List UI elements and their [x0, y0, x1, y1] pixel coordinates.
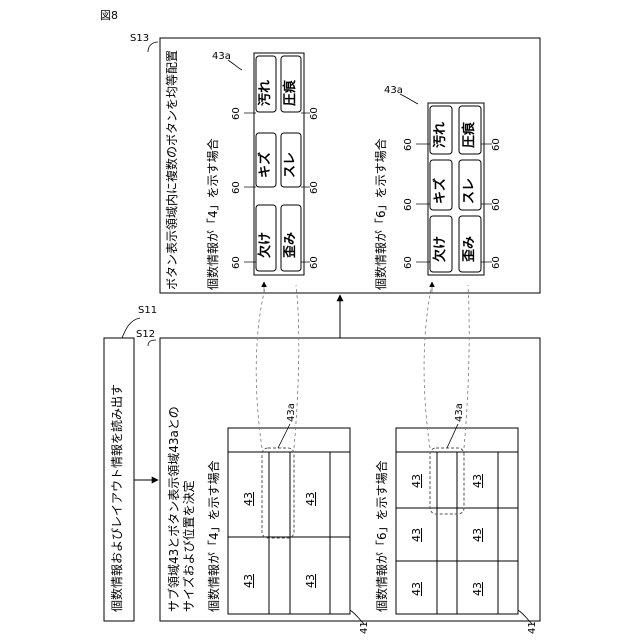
- case6-caption-s13: 個数情報が「6」を示す場合: [375, 138, 387, 290]
- sub-area-43-label: 43: [411, 528, 422, 542]
- step-s11-id: S11: [138, 306, 157, 316]
- s12-leader: [148, 340, 156, 346]
- ref-60-label: 60: [232, 256, 242, 269]
- ref-60-label: 60: [232, 107, 242, 120]
- button-label-yogore: 汚れ: [259, 80, 272, 106]
- button-label-kizu: キズ: [434, 178, 447, 204]
- button-label-kizu: キズ: [259, 152, 272, 178]
- button-area-43a-6: [430, 448, 464, 514]
- ref-60-label: 60: [404, 256, 414, 269]
- ref-60-label: 60: [310, 181, 320, 194]
- ref-41-label: 41: [528, 621, 538, 634]
- button-label-yugami: 歪み: [284, 232, 297, 258]
- button-label-kake: 欠け: [259, 232, 272, 258]
- sub-area-43-label: 43: [243, 574, 254, 588]
- zoom-curve-4-top: [256, 285, 266, 448]
- button-label-sure: スレ: [284, 152, 297, 178]
- case4-caption-s13: 個数情報が「4」を示す場合: [207, 138, 219, 290]
- step-s12-id: S12: [136, 330, 155, 340]
- step-s12-text-line1: サブ領域43とボタン表示領域43aとの: [168, 406, 180, 612]
- sub-area-43-label: 43: [305, 492, 316, 506]
- zoom-curve-4-bottom: [294, 285, 299, 448]
- button-area-43a-4: [262, 448, 294, 538]
- ref-60-label: 60: [310, 256, 320, 269]
- button-label-sure: スレ: [463, 178, 476, 204]
- button-label-atsukon: 圧痕: [284, 80, 297, 106]
- step-s13-id: S13: [130, 34, 149, 44]
- ref-43a-label: 43a: [287, 403, 297, 422]
- sub-area-43-label: 43: [411, 582, 422, 596]
- button-label-kake: 欠け: [434, 236, 447, 262]
- button-label-yogore: 汚れ: [434, 122, 447, 148]
- ref-60-label: 60: [492, 198, 502, 211]
- case4-caption-s12: 個数情報が「4」を示す場合: [208, 460, 220, 612]
- step-s13-text: ボタン表示領域内に複数のボタンを均等配置: [166, 50, 178, 290]
- ref-60-label: 60: [492, 256, 502, 269]
- ref-43a-label: 43a: [455, 403, 465, 422]
- sub-area-43-label: 43: [472, 528, 483, 542]
- ref-60-label: 60: [492, 138, 502, 151]
- ref-43a-label: 43a: [384, 86, 403, 96]
- ref-60-label: 60: [404, 198, 414, 211]
- ref-60-label: 60: [310, 107, 320, 120]
- ref-60-label: 60: [404, 138, 414, 151]
- ref-60-label: 60: [232, 181, 242, 194]
- ref-43a-label: 43a: [212, 52, 231, 62]
- button-label-atsukon: 圧痕: [463, 122, 476, 148]
- zoom-curve-6-bottom: [464, 285, 469, 448]
- sub-area-43-label: 43: [472, 582, 483, 596]
- case6-caption-s12: 個数情報が「6」を示す場合: [376, 460, 388, 612]
- ref-41-label: 41: [360, 621, 370, 634]
- sub-area-43-label: 43: [411, 474, 422, 488]
- button-label-yugami: 歪み: [463, 236, 476, 262]
- s13-leader: [148, 42, 158, 52]
- figure-label: 図8: [100, 10, 118, 21]
- sub-area-43-label: 43: [472, 474, 483, 488]
- step-s11-text: 個数情報およびレイアウト情報を読み出す: [111, 384, 123, 612]
- zoom-curve-6-top: [424, 285, 432, 448]
- sub-area-43-label: 43: [243, 492, 254, 506]
- sub-area-43-label: 43: [305, 574, 316, 588]
- step-s12-text-line2: サイズおよび位置を決定: [183, 480, 195, 612]
